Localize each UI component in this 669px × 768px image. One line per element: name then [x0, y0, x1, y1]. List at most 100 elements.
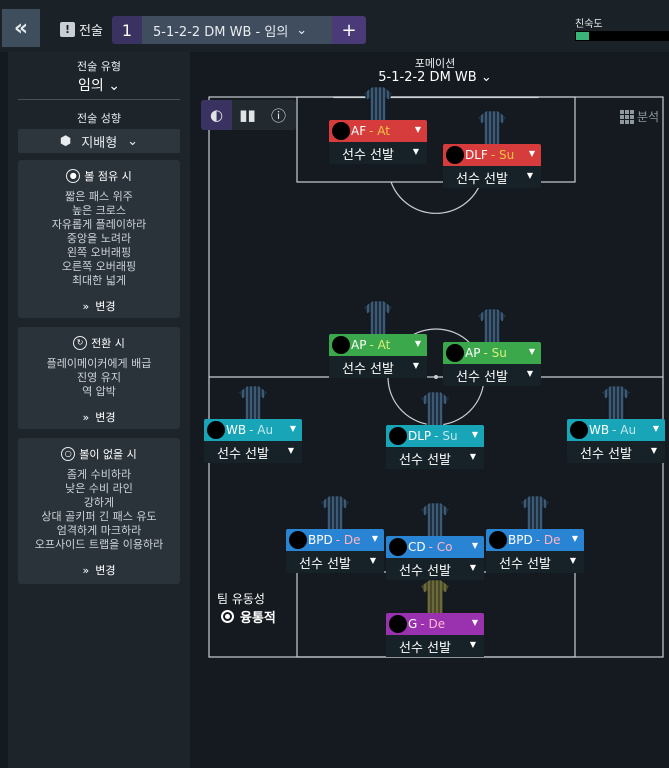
instruction-item: 엄격하게 마크하라 [56, 524, 142, 537]
caret-down-icon: ▼ [414, 125, 421, 134]
tactic-style-value: 임의 [78, 78, 104, 94]
tactic-name-dropdown[interactable]: 5-1-2-2 DM WB - 임의 ⌄ [142, 16, 332, 44]
player-slot[interactable]: BPD - De ▼ 선수 선발 ▼ [286, 495, 384, 573]
info-icon[interactable]: ! [60, 22, 75, 37]
role-dropdown[interactable]: BPD - De ▼ [286, 529, 384, 551]
player-slot[interactable]: CD - Co ▼ 선수 선발 ▼ [386, 502, 484, 580]
info-icon[interactable]: ⓘ [270, 106, 286, 125]
caret-down-icon: ▼ [471, 541, 478, 550]
change-label: 변경 [95, 300, 116, 313]
collapse-sidebar-button[interactable]: « [2, 9, 40, 47]
duty-label: - Su [434, 429, 458, 443]
caret-down-icon: ▼ [528, 347, 535, 356]
caret-down-icon: ▼ [526, 171, 533, 180]
instruction-item: 진영 유지 [77, 371, 121, 384]
player-slot[interactable]: AP - At ▼ 선수 선발 ▼ [329, 300, 427, 378]
select-player-label: 선수 선발 [342, 147, 394, 163]
caret-down-icon: ▼ [369, 556, 376, 565]
role-dropdown[interactable]: AF - At ▼ [329, 120, 427, 142]
role-dropdown[interactable]: CD - Co ▼ [386, 536, 484, 558]
player-slot[interactable]: AF - At ▼ 선수 선발 ▼ [329, 86, 427, 164]
duty-label: - De [420, 617, 446, 631]
player-slot[interactable]: WB - Au ▼ 선수 선발 ▼ [204, 385, 302, 463]
role-name: DLF [465, 148, 488, 162]
select-player-dropdown[interactable]: 선수 선발 ▼ [286, 551, 384, 573]
player-slot[interactable]: DLF - Su ▼ 선수 선발 ▼ [443, 110, 541, 188]
select-player-dropdown[interactable]: 선수 선발 ▼ [443, 364, 541, 386]
select-player-dropdown[interactable]: 선수 선발 ▼ [386, 447, 484, 469]
out-of-possession-change-button[interactable]: » 변경 [18, 562, 180, 578]
analysis-button[interactable]: 분석 [620, 108, 659, 125]
tactic-slot-number[interactable]: 1 [112, 16, 142, 44]
in-transition-change-button[interactable]: » 변경 [18, 409, 180, 425]
player-avatar [389, 615, 407, 633]
instruction-item: 좀게 수비하라 [66, 468, 132, 481]
select-player-dropdown[interactable]: 선수 선발 ▼ [329, 356, 427, 378]
role-name: CD [408, 540, 426, 554]
tactic-label-text: 전술 [79, 24, 103, 39]
select-player-dropdown[interactable]: 선수 선발 ▼ [443, 166, 541, 188]
in-transition-title: 전환 시 [91, 337, 125, 350]
caret-down-icon: ▼ [571, 534, 578, 543]
shirt-icon [477, 308, 507, 344]
role-name: WB [226, 423, 247, 437]
shirt-icon [420, 391, 450, 427]
tactic-slot-selector: 1 5-1-2-2 DM WB - 임의 ⌄ + [112, 16, 366, 44]
caret-down-icon: ▼ [569, 556, 576, 565]
role-dropdown[interactable]: AP - Su ▼ [443, 342, 541, 364]
player-avatar [489, 531, 507, 549]
select-player-dropdown[interactable]: 선수 선발 ▼ [567, 441, 665, 463]
role-dropdown[interactable]: WB - Au ▼ [567, 419, 665, 441]
shirt-icon [420, 502, 450, 538]
select-player-label: 선수 선발 [217, 446, 269, 462]
player-avatar [289, 531, 307, 549]
role-dropdown[interactable]: DLF - Su ▼ [443, 144, 541, 166]
player-avatar [389, 538, 407, 556]
caret-down-icon: ▼ [371, 534, 378, 543]
caret-down-icon: ▼ [652, 424, 659, 433]
add-tactic-button[interactable]: + [332, 16, 366, 44]
role-name: AP [351, 338, 367, 352]
contrast-icon[interactable]: ◐ [201, 100, 232, 130]
in-possession-panel: ● 볼 점유 시 짧은 패스 위주 높은 크로스 자유롭게 플레이하라 중앙을 … [18, 160, 180, 318]
pitch [208, 96, 664, 658]
instruction-item: 짧은 패스 위주 [65, 190, 133, 203]
player-slot[interactable]: DLP - Su ▼ 선수 선발 ▼ [386, 391, 484, 469]
double-chevron-right-icon: » [82, 410, 90, 424]
tactic-style-dropdown[interactable]: 임의 ⌄ [8, 75, 190, 95]
formation-dropdown[interactable]: 5-1-2-2 DM WB ⌄ [330, 70, 540, 85]
caret-down-icon: ▼ [469, 452, 476, 461]
role-name: WB [589, 423, 610, 437]
select-player-dropdown[interactable]: 선수 선발 ▼ [486, 551, 584, 573]
radio-icon [221, 610, 234, 623]
role-dropdown[interactable]: AP - At ▼ [329, 334, 427, 356]
duty-label: - De [535, 533, 561, 547]
shirt-icon [477, 110, 507, 146]
player-slot[interactable]: BPD - De ▼ 선수 선발 ▼ [486, 495, 584, 573]
team-fluidity-label: 팀 유동성 [217, 592, 265, 606]
team-fluidity-value[interactable]: 융통적 [221, 607, 276, 626]
role-dropdown[interactable]: WB - Au ▼ [204, 419, 302, 441]
chevron-down-icon: ⌄ [108, 78, 120, 94]
select-player-dropdown[interactable]: 선수 선발 ▼ [386, 635, 484, 657]
role-dropdown[interactable]: DLP - Su ▼ [386, 425, 484, 447]
in-possession-change-button[interactable]: » 변경 [18, 298, 180, 314]
fluidity-text: 융통적 [240, 611, 276, 626]
select-player-dropdown[interactable]: 선수 선발 ▼ [204, 441, 302, 463]
player-avatar [389, 427, 407, 445]
select-player-dropdown[interactable]: 선수 선발 ▼ [386, 558, 484, 580]
shirt-icon [363, 300, 393, 336]
role-dropdown[interactable]: BPD - De ▼ [486, 529, 584, 551]
instruction-item: 플레이메이커에게 배급 [46, 357, 152, 370]
instruction-item: 역 압박 [82, 385, 116, 398]
mentality-dropdown[interactable]: ⬢ 지배형 ⌄ [18, 129, 180, 153]
caret-down-icon: ▼ [469, 563, 476, 572]
bar-chart-icon[interactable]: ▮▮ [239, 106, 256, 124]
player-slot[interactable]: G - De ▼ 선수 선발 ▼ [386, 579, 484, 657]
role-dropdown[interactable]: G - De ▼ [386, 613, 484, 635]
familiarity-bar[interactable] [575, 31, 669, 41]
chevron-down-icon: ⌄ [296, 22, 308, 38]
player-slot[interactable]: WB - Au ▼ 선수 선발 ▼ [567, 385, 665, 463]
select-player-dropdown[interactable]: 선수 선발 ▼ [329, 142, 427, 164]
player-slot[interactable]: AP - Su ▼ 선수 선발 ▼ [443, 308, 541, 386]
